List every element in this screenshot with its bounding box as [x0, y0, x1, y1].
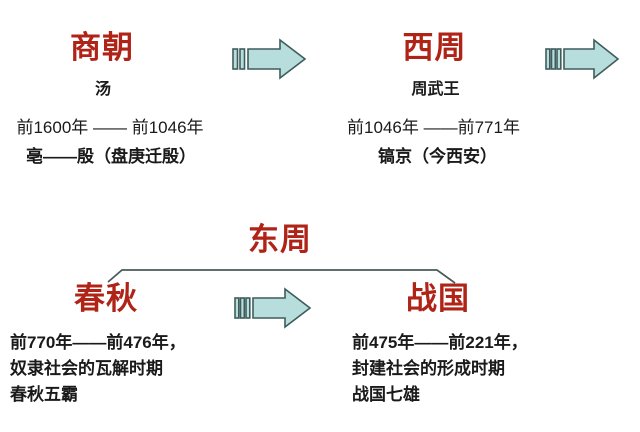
warring-states-period-label: 前475年——前221年， [352, 333, 528, 352]
warring-states-note-2: 战国七雄 [352, 385, 420, 404]
spring-autumn-block: 春秋 前770年——前476年， 奴隶社会的瓦解时期 春秋五霸 [0, 283, 228, 408]
striped-right-arrow-icon-shang-to-western-zhou [232, 38, 308, 80]
western-zhou-block: 西周 周武王 前1046年 ——前771年 镐京（今西安） [330, 32, 545, 170]
striped-right-arrow-icon-spring-autumn-to-warring-states [234, 287, 314, 329]
warring-states-note-1: 封建社会的形成时期 [352, 359, 505, 378]
western-zhou-period-label: 前1046年 ——前771年 [347, 118, 520, 137]
eastern-zhou-bracket-connector [100, 262, 466, 286]
spring-autumn-period-label: 前770年——前476年， [10, 333, 186, 352]
shang-dynasty-title: 商朝 [70, 30, 134, 65]
spring-autumn-note-2: 春秋五霸 [10, 385, 78, 404]
spring-autumn-note-1: 奴隶社会的瓦解时期 [10, 359, 163, 378]
eastern-zhou-block: 东周 [238, 224, 322, 255]
western-zhou-ruler-label: 周武王 [411, 81, 460, 98]
spring-autumn-title: 春秋 [74, 281, 138, 316]
warring-states-title: 战国 [406, 281, 470, 316]
shang-dynasty-block: 商朝 汤 前1600年 —— 前1046年 亳——殷（盘庚迁殷） [0, 32, 228, 170]
shang-ruler-label: 汤 [94, 81, 111, 98]
shang-capital-label: 亳——殷（盘庚迁殷） [26, 147, 196, 166]
western-zhou-title: 西周 [402, 30, 467, 65]
shang-period-label: 前1600年 —— 前1046年 [16, 118, 204, 137]
western-zhou-capital-label: 镐京（今西安） [378, 147, 497, 166]
eastern-zhou-title: 东周 [248, 222, 312, 257]
striped-right-arrow-icon-western-zhou-onward [545, 38, 621, 80]
warring-states-block: 战国 前475年——前221年， 封建社会的形成时期 战国七雄 [330, 283, 556, 408]
